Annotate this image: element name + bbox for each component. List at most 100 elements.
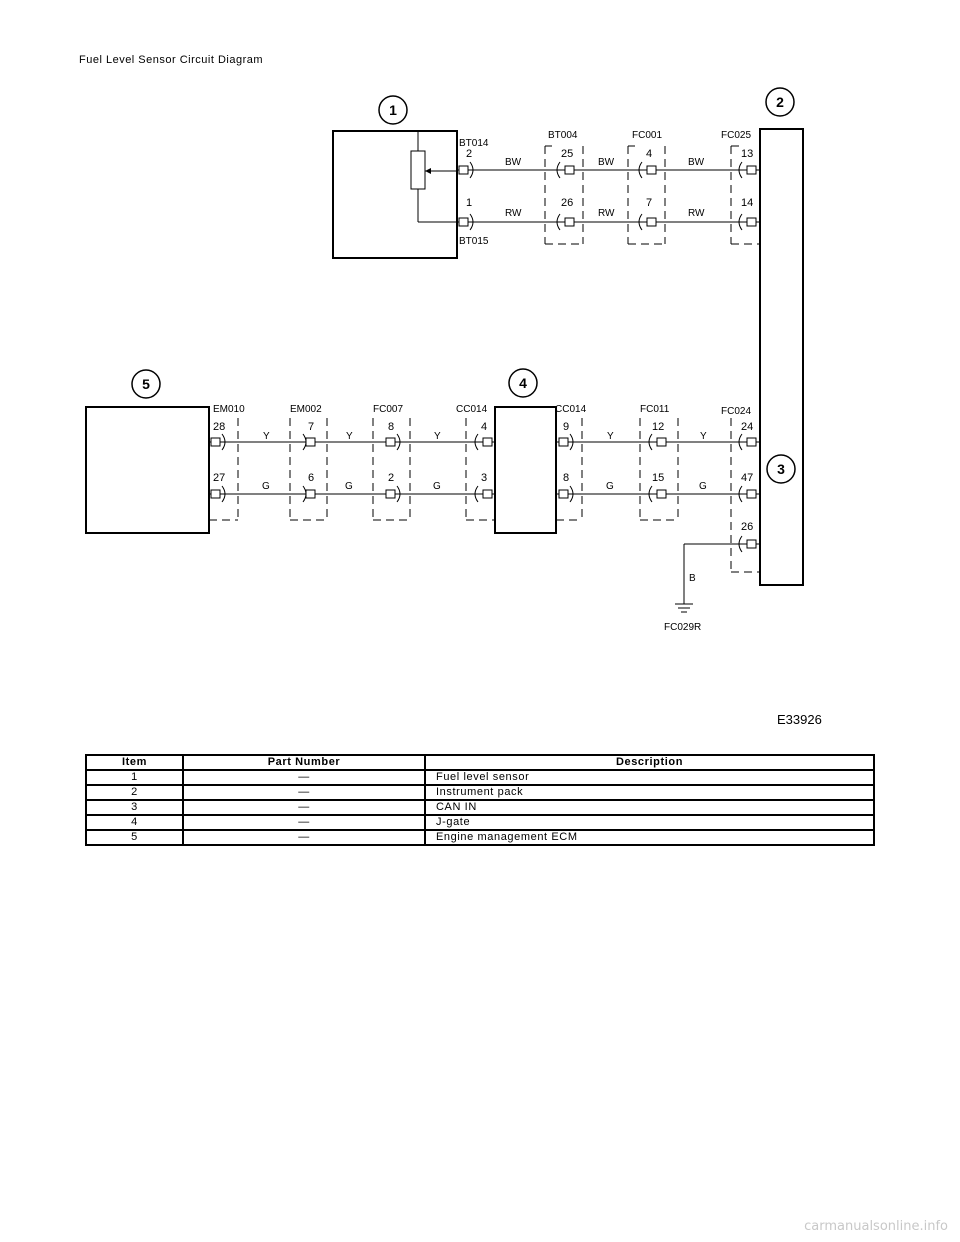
pin-number: 9 (563, 421, 569, 433)
description-cell: CAN IN (424, 799, 875, 816)
callout-number: 5 (142, 376, 150, 392)
pin-number: 1 (466, 197, 472, 209)
wire-color-label: G (606, 481, 614, 492)
watermark: carmanualsonline.info (804, 1219, 948, 1234)
part-number-cell: — (182, 814, 426, 831)
figure-id: E33926 (777, 712, 822, 727)
pin-number: 7 (308, 421, 314, 433)
pin-number: 3 (481, 472, 487, 484)
pin-number: 2 (388, 472, 394, 484)
potentiometer-symbol (410, 131, 457, 223)
top-wires (457, 169, 760, 223)
connector-label: BT015 (459, 236, 489, 247)
page-title: Fuel Level Sensor Circuit Diagram (79, 54, 264, 66)
wire-color-label: Y (700, 431, 707, 442)
wire-color-label: BW (598, 157, 615, 168)
column-header: Item (85, 754, 184, 771)
connector-label: FC025 (721, 130, 751, 141)
wire-color-label: G (699, 481, 707, 492)
top-pin-symbols (458, 161, 757, 231)
table-row: 4 — J-gate (85, 814, 875, 831)
description-cell: J-gate (424, 814, 875, 831)
part-number-cell: — (182, 769, 426, 786)
bottom-wires (209, 441, 760, 604)
callout-number: 2 (776, 94, 784, 110)
connector-label: EM002 (290, 404, 322, 415)
column-header: Description (424, 754, 875, 771)
wire-color-label: Y (434, 431, 441, 442)
part-number-cell: — (182, 799, 426, 816)
wire-color-label: BW (688, 157, 705, 168)
pin-number: 7 (646, 197, 652, 209)
pin-number: 4 (481, 421, 487, 433)
pin-number: 2 (466, 148, 472, 160)
wire-color-label: Y (607, 431, 614, 442)
pin-number: 47 (741, 472, 753, 484)
callout-number: 4 (519, 375, 527, 391)
ground-icon (675, 603, 693, 613)
description-cell: Fuel level sensor (424, 769, 875, 786)
pin-number: 4 (646, 148, 652, 160)
pin-number: 12 (652, 421, 664, 433)
wire-color-label: G (433, 481, 441, 492)
ground-label: FC029R (664, 622, 701, 633)
table-header-row: Item Part Number Description (85, 754, 875, 771)
pin-number: 24 (741, 421, 753, 433)
item-cell: 1 (85, 769, 184, 786)
table-row: 1 — Fuel level sensor (85, 769, 875, 786)
wire-color-label: Y (346, 431, 353, 442)
parts-table: Item Part Number Description 1 — Fuel le… (85, 754, 875, 846)
connector-label: CC014 (555, 404, 587, 415)
part-number-cell: — (182, 784, 426, 801)
pin-number: 8 (563, 472, 569, 484)
item-cell: 5 (85, 829, 184, 846)
pin-number: 27 (213, 472, 225, 484)
pin-number: 15 (652, 472, 664, 484)
item-cell: 2 (85, 784, 184, 801)
callout-markers: 1 2 3 4 5 (131, 87, 796, 484)
table-row: 5 — Engine management ECM (85, 829, 875, 846)
description-cell: Engine management ECM (424, 829, 875, 846)
wire-color-label: Y (263, 431, 270, 442)
bottom-pin-symbols (210, 433, 757, 553)
top-connector-brackets (544, 145, 760, 245)
pin-number: 14 (741, 197, 753, 209)
connector-label: EM010 (213, 404, 245, 415)
wire-color-label: RW (598, 208, 615, 219)
wire-color-label: RW (505, 208, 522, 219)
connector-label: FC024 (721, 406, 751, 417)
wire-color-label: G (262, 481, 270, 492)
wire-color-label: BW (505, 157, 522, 168)
wire-color-label: RW (688, 208, 705, 219)
callout-number: 1 (389, 102, 397, 118)
pin-number: 25 (561, 148, 573, 160)
wire-color-label: G (345, 481, 353, 492)
connector-label: BT014 (459, 138, 489, 149)
description-cell: Instrument pack (424, 784, 875, 801)
pin-number: 13 (741, 148, 753, 160)
bottom-connector-brackets (209, 418, 760, 573)
connector-label: FC011 (640, 404, 670, 415)
engine-ecm-box (85, 406, 210, 534)
table-row: 2 — Instrument pack (85, 784, 875, 801)
fuel-level-sensor-box (332, 130, 458, 259)
circuit-diagram: BT014 BT004 FC001 FC025 BT015 2 25 4 13 … (85, 87, 822, 727)
pin-number: 28 (213, 421, 225, 433)
pin-number: 8 (388, 421, 394, 433)
column-header: Part Number (182, 754, 426, 771)
pin-number: 26 (561, 197, 573, 209)
item-cell: 4 (85, 814, 184, 831)
pin-number: 6 (308, 472, 314, 484)
connector-label: CC014 (456, 404, 488, 415)
connector-label: FC007 (373, 404, 403, 415)
instrument-pack-box (759, 128, 804, 586)
connector-label: BT004 (548, 130, 578, 141)
part-number-cell: — (182, 829, 426, 846)
table-row: 3 — CAN IN (85, 799, 875, 816)
pin-number: 26 (741, 521, 753, 533)
item-cell: 3 (85, 799, 184, 816)
wire-color-label: B (689, 573, 696, 584)
j-gate-box (494, 406, 557, 534)
connector-label: FC001 (632, 130, 662, 141)
callout-number: 3 (777, 461, 785, 477)
